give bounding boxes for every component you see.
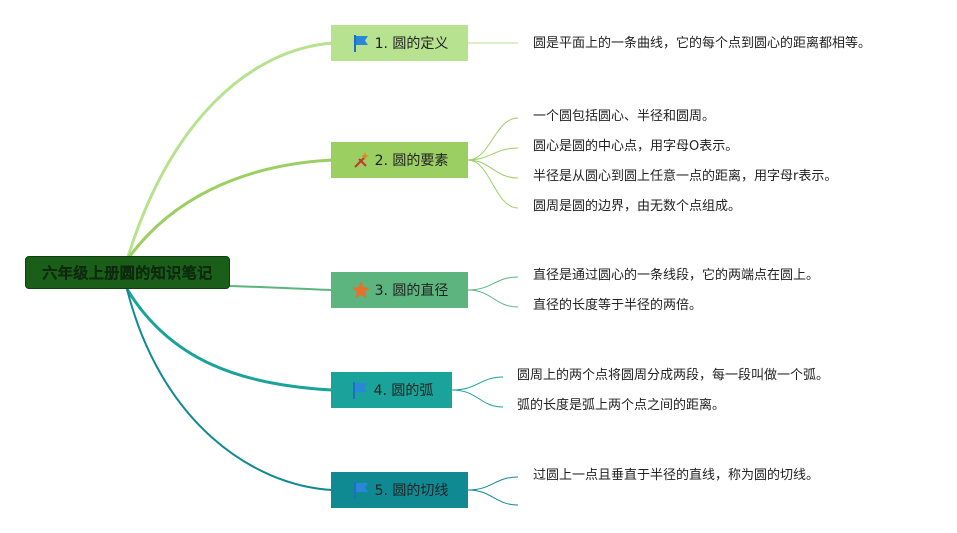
blue-flag-icon: [351, 480, 371, 500]
topic-definition[interactable]: 1. 圆的定义: [331, 25, 468, 61]
topic-label: 2. 圆的要素: [374, 153, 449, 169]
topic-label: 5. 圆的切线: [374, 483, 449, 499]
topic-elements[interactable]: 2. 圆的要素: [331, 142, 468, 178]
note-item: 圆周是圆的边界，由无数个点组成。: [533, 199, 742, 214]
note-item: 过圆上一点且垂直于半径的直线，称为圆的切线。: [533, 468, 820, 483]
note-item: 圆心是圆的中心点，用字母O表示。: [533, 139, 739, 154]
note-item: 直径是通过圆心的一条线段，它的两端点在圆上。: [533, 268, 820, 283]
orange-star-icon: [351, 280, 371, 300]
note-item: 半径是从圆心到圆上任意一点的距离，用字母r表示。: [533, 169, 838, 184]
note-item: 一个圆包括圆心、半径和圆周。: [533, 109, 716, 124]
topic-label: 3. 圆的直径: [374, 283, 449, 299]
note-item: 圆周上的两个点将圆周分成两段，每一段叫做一个弧。: [517, 368, 830, 383]
blue-flag-icon: [351, 33, 371, 53]
topic-tangent[interactable]: 5. 圆的切线: [331, 472, 468, 508]
sparkle-tools-icon: [351, 150, 371, 170]
note-item: 弧的长度是弧上两个点之间的距离。: [517, 398, 726, 413]
root-title: 六年级上册圆的知识笔记: [42, 264, 213, 282]
note-item: 圆是平面上的一条曲线，它的每个点到圆心的距离都相等。: [533, 36, 872, 51]
root-topic[interactable]: 六年级上册圆的知识笔记: [25, 256, 230, 289]
topic-diameter[interactable]: 3. 圆的直径: [331, 272, 468, 308]
topic-label: 1. 圆的定义: [374, 36, 449, 52]
blue-flag-icon: [350, 380, 370, 400]
topic-arc[interactable]: 4. 圆的弧: [331, 372, 452, 408]
note-item: 直径的长度等于半径的两倍。: [533, 298, 703, 313]
topic-label: 4. 圆的弧: [373, 383, 434, 399]
